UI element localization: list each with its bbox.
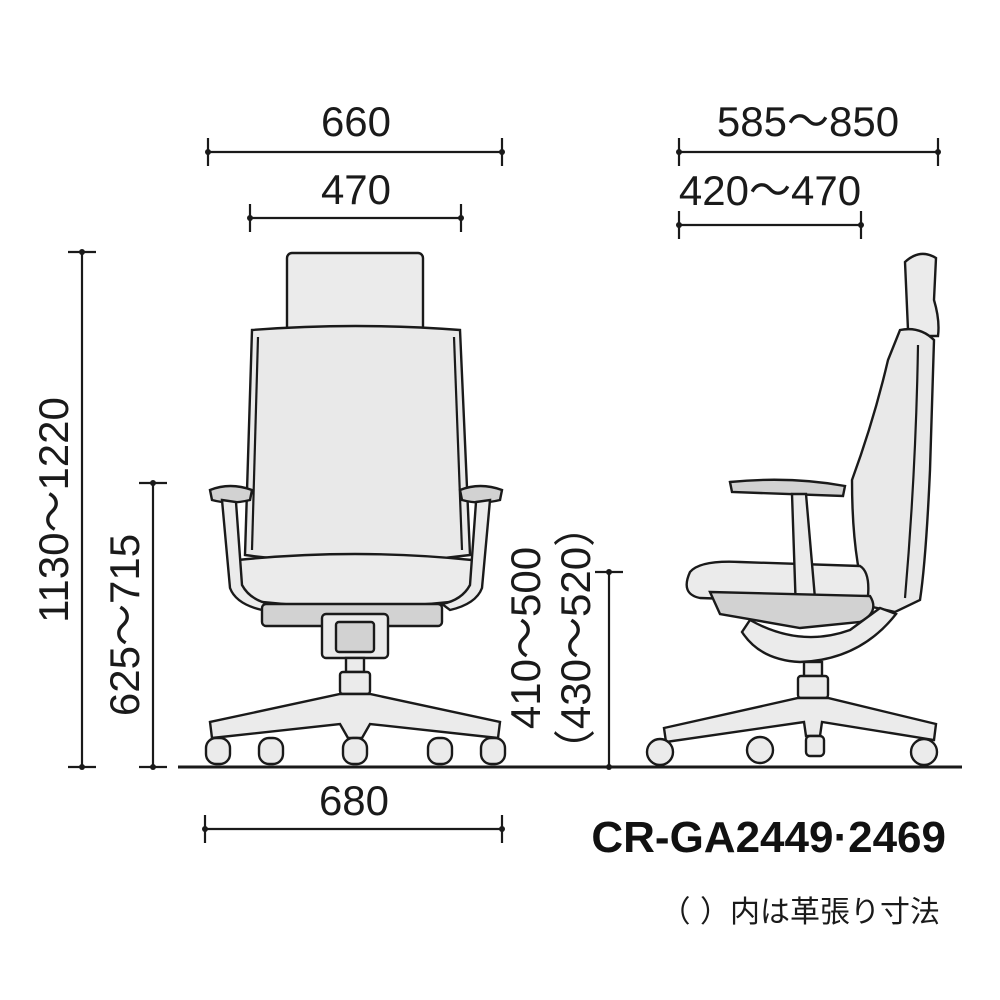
label-base-width: 680 bbox=[319, 777, 389, 824]
front-right-armrest bbox=[458, 484, 504, 504]
side-casters bbox=[645, 734, 939, 767]
leather-note: （ ）内は革張り寸法 bbox=[660, 895, 940, 930]
label-side-seat-depth: 420〜470 bbox=[679, 167, 861, 214]
side-gas-cylinder bbox=[802, 660, 824, 678]
front-base bbox=[208, 692, 502, 740]
front-headrest bbox=[285, 251, 425, 335]
front-casters bbox=[204, 736, 507, 766]
label-total-height: 1130〜1220 bbox=[30, 397, 77, 623]
dim-side-seat-depth: 420〜470 bbox=[676, 167, 864, 239]
dim-total-height: 1130〜1220 bbox=[30, 249, 96, 770]
side-base bbox=[662, 696, 938, 744]
side-seat bbox=[685, 560, 870, 602]
label-armrest-height: 625〜715 bbox=[101, 534, 148, 716]
front-backrest bbox=[243, 324, 472, 564]
dim-base-width: 680 bbox=[202, 777, 505, 843]
dim-seat-height: 410〜500 （430〜520） bbox=[502, 505, 623, 771]
label-front-total-width: 660 bbox=[321, 98, 391, 145]
dim-side-total-depth: 585〜850 bbox=[676, 98, 941, 166]
dim-armrest-height: 625〜715 bbox=[101, 480, 167, 770]
dim-front-total-width: 660 bbox=[205, 98, 505, 166]
model-name: CR-GA2449·2469 bbox=[591, 813, 946, 862]
front-view-chair bbox=[204, 251, 507, 766]
side-headrest bbox=[903, 252, 940, 338]
side-view-chair bbox=[645, 252, 940, 767]
label-front-seat-width: 470 bbox=[321, 166, 391, 213]
label-side-total-depth: 585〜850 bbox=[717, 98, 899, 145]
front-gas-cylinder bbox=[344, 656, 366, 674]
label-seat-height-leather: （430〜520） bbox=[552, 505, 599, 771]
dim-front-seat-width: 470 bbox=[247, 166, 464, 232]
front-left-armrest bbox=[208, 484, 254, 504]
side-mechanism bbox=[708, 590, 875, 630]
label-seat-height: 410〜500 bbox=[502, 547, 549, 729]
front-seat bbox=[235, 552, 475, 609]
side-armrest bbox=[728, 478, 847, 498]
